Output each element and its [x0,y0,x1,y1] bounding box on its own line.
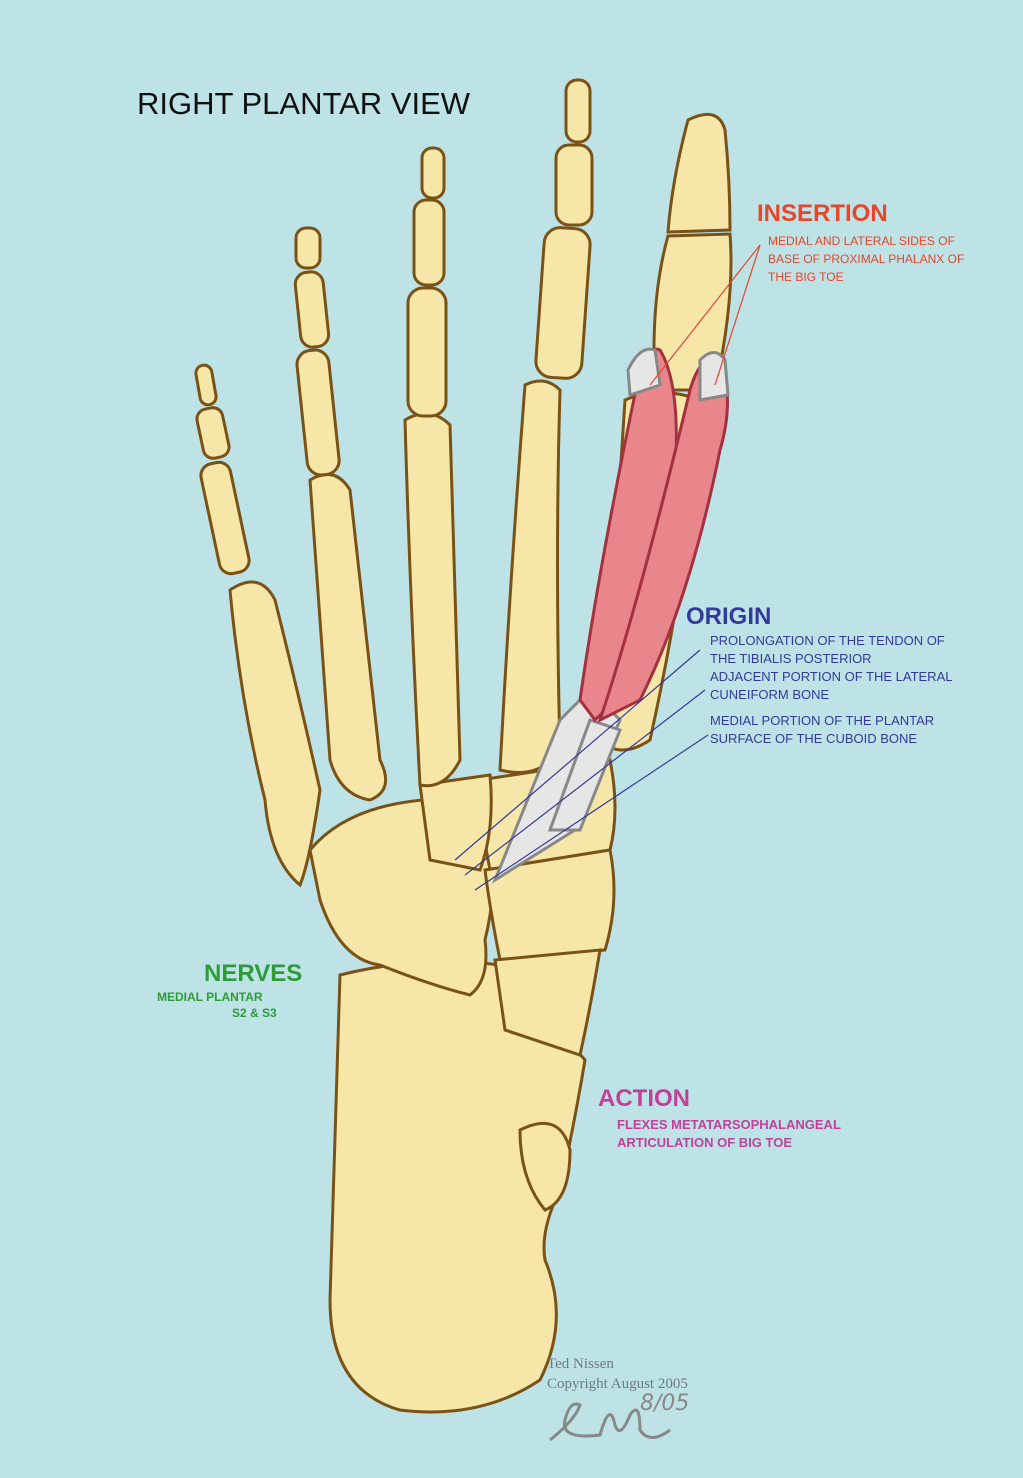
origin-line: PROLONGATION OF THE TENDON OF [710,633,945,648]
origin-heading: ORIGIN [686,603,772,630]
origin-line: CUNEIFORM BONE [710,687,830,702]
foot-bones [194,78,733,1414]
action-text: FLEXES METATARSOPHALANGEAL ARTICULATION … [617,1116,841,1152]
nerves-line: S2 & S3 [232,1006,277,1020]
insertion-line: THE BIG TOE [768,270,844,284]
credit: Ted Nissen Copyright August 2005 [547,1354,688,1394]
insertion-line: BASE OF PROXIMAL PHALANX OF [768,252,965,266]
nerves-heading: NERVES [204,960,303,987]
origin-line: MEDIAL PORTION OF THE PLANTAR [710,713,935,728]
action-line: ARTICULATION OF BIG TOE [617,1135,793,1150]
insertion-line: MEDIAL AND LATERAL SIDES OF [768,234,955,248]
origin-line: ADJACENT PORTION OF THE LATERAL [710,669,953,684]
credit-author: Ted Nissen [547,1356,614,1372]
nerves-line: MEDIAL PLANTAR [157,990,263,1004]
origin-line: SURFACE OF THE CUBOID BONE [710,731,918,746]
flexor-hallucis-brevis-muscle [491,347,730,884]
origin-line: THE TIBIALIS POSTERIOR [710,651,872,666]
action-heading: ACTION [598,1085,690,1112]
signature: 8/05 [549,1391,689,1442]
svg-text:8/05: 8/05 [640,1391,689,1416]
insertion-heading: INSERTION [757,200,888,227]
action-line: FLEXES METATARSOPHALANGEAL [617,1117,841,1132]
insertion-text: MEDIAL AND LATERAL SIDES OF BASE OF PROX… [768,232,964,286]
page-title: RIGHT PLANTAR VIEW [137,86,471,121]
credit-copyright: Copyright August 2005 [547,1376,688,1392]
origin-text: PROLONGATION OF THE TENDON OF THE TIBIAL… [710,632,952,748]
leader-lines [454,244,761,891]
